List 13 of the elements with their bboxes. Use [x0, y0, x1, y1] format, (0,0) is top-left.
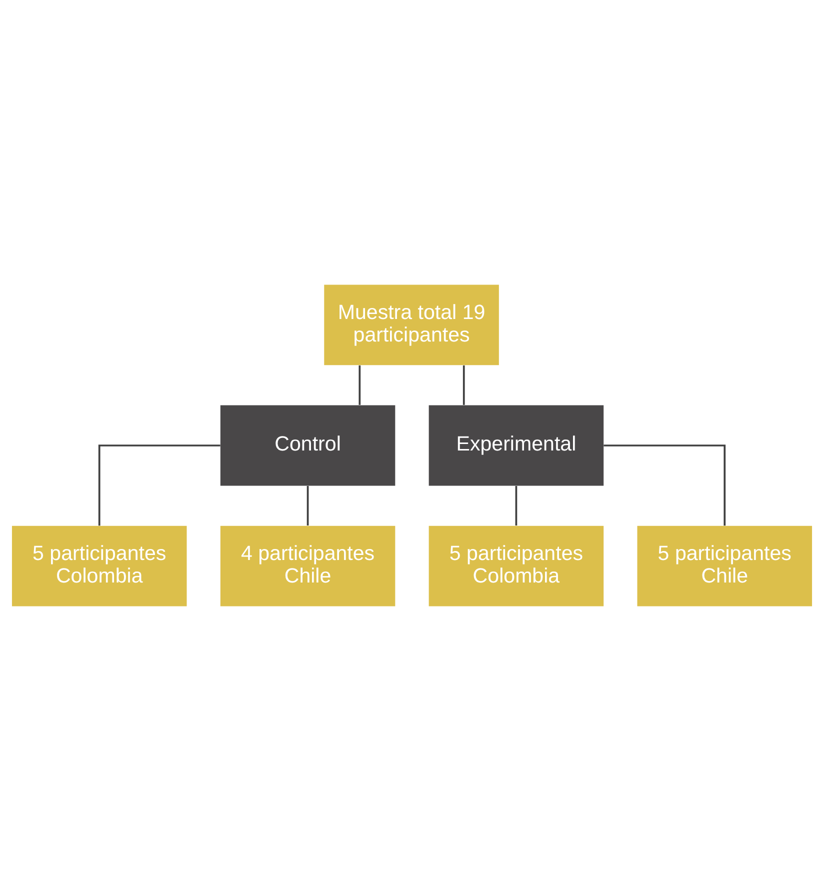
node-box: 5 participantes Chile [637, 525, 812, 606]
connector [462, 364, 465, 404]
node-box: 5 participantes Colombia [12, 525, 187, 606]
node-box: Experimental [428, 404, 604, 486]
node-box: 4 participantes Chile [220, 525, 396, 606]
connector [604, 444, 726, 526]
connector [98, 444, 220, 526]
connector [306, 485, 309, 525]
node-box: Control [220, 404, 396, 486]
connector [358, 364, 361, 404]
node-box: Muestra total 19 participantes [324, 284, 499, 365]
node-box: 5 participantes Colombia [428, 525, 604, 606]
connector [515, 485, 518, 525]
